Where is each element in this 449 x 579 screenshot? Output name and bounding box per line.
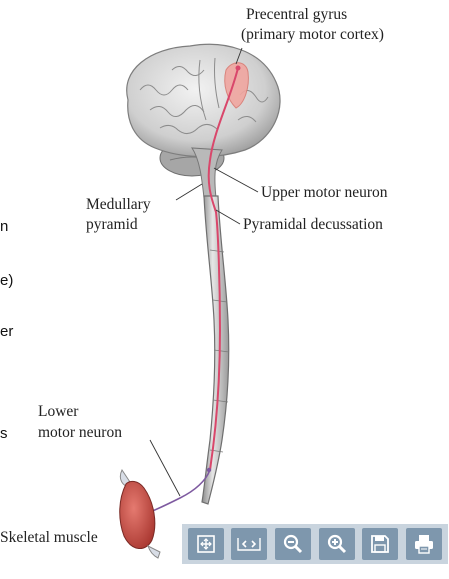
save-button[interactable] bbox=[362, 528, 399, 560]
fit-screen-icon bbox=[197, 535, 215, 553]
zoom-in-button[interactable] bbox=[318, 528, 355, 560]
label-primary-motor-cortex: (primary motor cortex) bbox=[241, 26, 384, 43]
chevrons-icon bbox=[237, 538, 262, 551]
label-motor-neuron: motor neuron bbox=[38, 424, 122, 441]
label-medullary: Medullary bbox=[86, 196, 151, 213]
lower-motor-neuron-path bbox=[149, 469, 211, 513]
brain bbox=[126, 43, 281, 158]
slide-text-fragment: s bbox=[0, 425, 8, 442]
previous-next-button[interactable] bbox=[231, 528, 268, 560]
save-icon bbox=[371, 535, 390, 553]
slide-text-fragment: n bbox=[0, 218, 9, 235]
slide-text-fragment: er bbox=[0, 323, 14, 340]
zoom-out-icon bbox=[284, 534, 303, 554]
zoom-out-button[interactable] bbox=[275, 528, 312, 560]
label-precentral-gyrus: Precentral gyrus bbox=[246, 6, 348, 23]
viewer-toolbar bbox=[182, 524, 448, 564]
print-button[interactable] bbox=[406, 528, 443, 560]
fit-to-screen-button[interactable] bbox=[187, 528, 224, 560]
label-lower: Lower bbox=[38, 403, 79, 420]
print-icon bbox=[415, 535, 434, 554]
skeletal-muscle bbox=[119, 469, 161, 559]
label-skeletal-muscle: Skeletal muscle bbox=[0, 529, 98, 546]
label-pyramidal-decussation: Pyramidal decussation bbox=[243, 216, 383, 233]
label-pyramid: pyramid bbox=[86, 216, 138, 233]
upper-motor-neuron-path bbox=[207, 67, 239, 471]
zoom-in-icon bbox=[327, 534, 346, 554]
slide-text-fragment: e) bbox=[0, 272, 14, 289]
label-upper-motor-neuron: Upper motor neuron bbox=[261, 184, 388, 201]
precentral-gyrus-highlight bbox=[224, 62, 249, 109]
